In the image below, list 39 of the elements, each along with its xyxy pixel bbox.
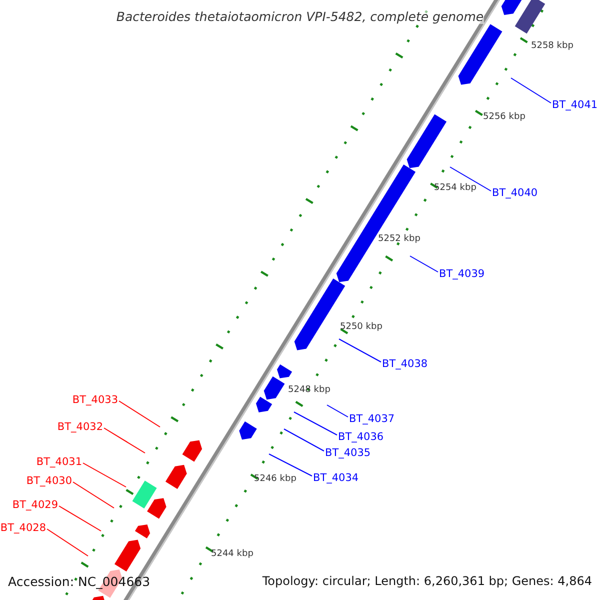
gene-label: BT_4037 xyxy=(349,413,395,425)
scale-label: 5250 kbp xyxy=(340,322,382,332)
scale-label: 5256 kbp xyxy=(483,112,526,122)
leader-line xyxy=(104,428,146,454)
leader-line xyxy=(410,256,438,272)
gene-label: BT_4041 xyxy=(552,99,598,111)
gene-label: BT_4035 xyxy=(325,447,371,459)
gene-label: BT_4032 xyxy=(57,421,103,433)
leader-line xyxy=(450,166,492,192)
scale-label: 5254 kbp xyxy=(434,183,476,193)
scale-label: 5252 kbp xyxy=(378,234,420,244)
scale-label: 5258 kbp xyxy=(531,41,574,51)
scale-label: 5248 kbp xyxy=(288,385,330,395)
leader-line xyxy=(268,454,312,476)
gene-label: BT_4030 xyxy=(26,475,72,487)
leader-line xyxy=(118,400,160,428)
gene-label: BT_4034 xyxy=(313,472,359,484)
leader-line xyxy=(294,412,338,436)
accession-text: Accession: NC_004663 xyxy=(8,574,150,589)
gene-label: BT_4031 xyxy=(36,456,82,468)
gene-label: BT_4033 xyxy=(72,394,118,406)
gene-label: BT_4039 xyxy=(439,268,485,280)
leader-line xyxy=(510,78,552,104)
gene-label: BT_4040 xyxy=(492,187,538,199)
gene-label: BT_4029 xyxy=(12,499,58,511)
leader-line xyxy=(46,528,88,556)
scale-label: 5244 kbp xyxy=(211,549,254,559)
gene-label: BT_4038 xyxy=(382,358,428,370)
leader-line xyxy=(82,462,126,488)
genome-info-text: Topology: circular; Length: 6,260,361 bp; Genes: 4,864 xyxy=(262,574,592,588)
leader-line xyxy=(326,404,348,418)
leader-line xyxy=(284,428,324,452)
title: Bacteroides thetaiotaomicron VPI-5482, complete genome xyxy=(115,9,485,24)
leader-line xyxy=(338,338,382,362)
gene-label: BT_4028 xyxy=(0,522,46,534)
leader-line xyxy=(72,482,114,508)
scale-label: 5246 kbp xyxy=(254,474,296,484)
leader-line xyxy=(58,506,102,532)
gene-label: BT_4036 xyxy=(338,431,384,443)
